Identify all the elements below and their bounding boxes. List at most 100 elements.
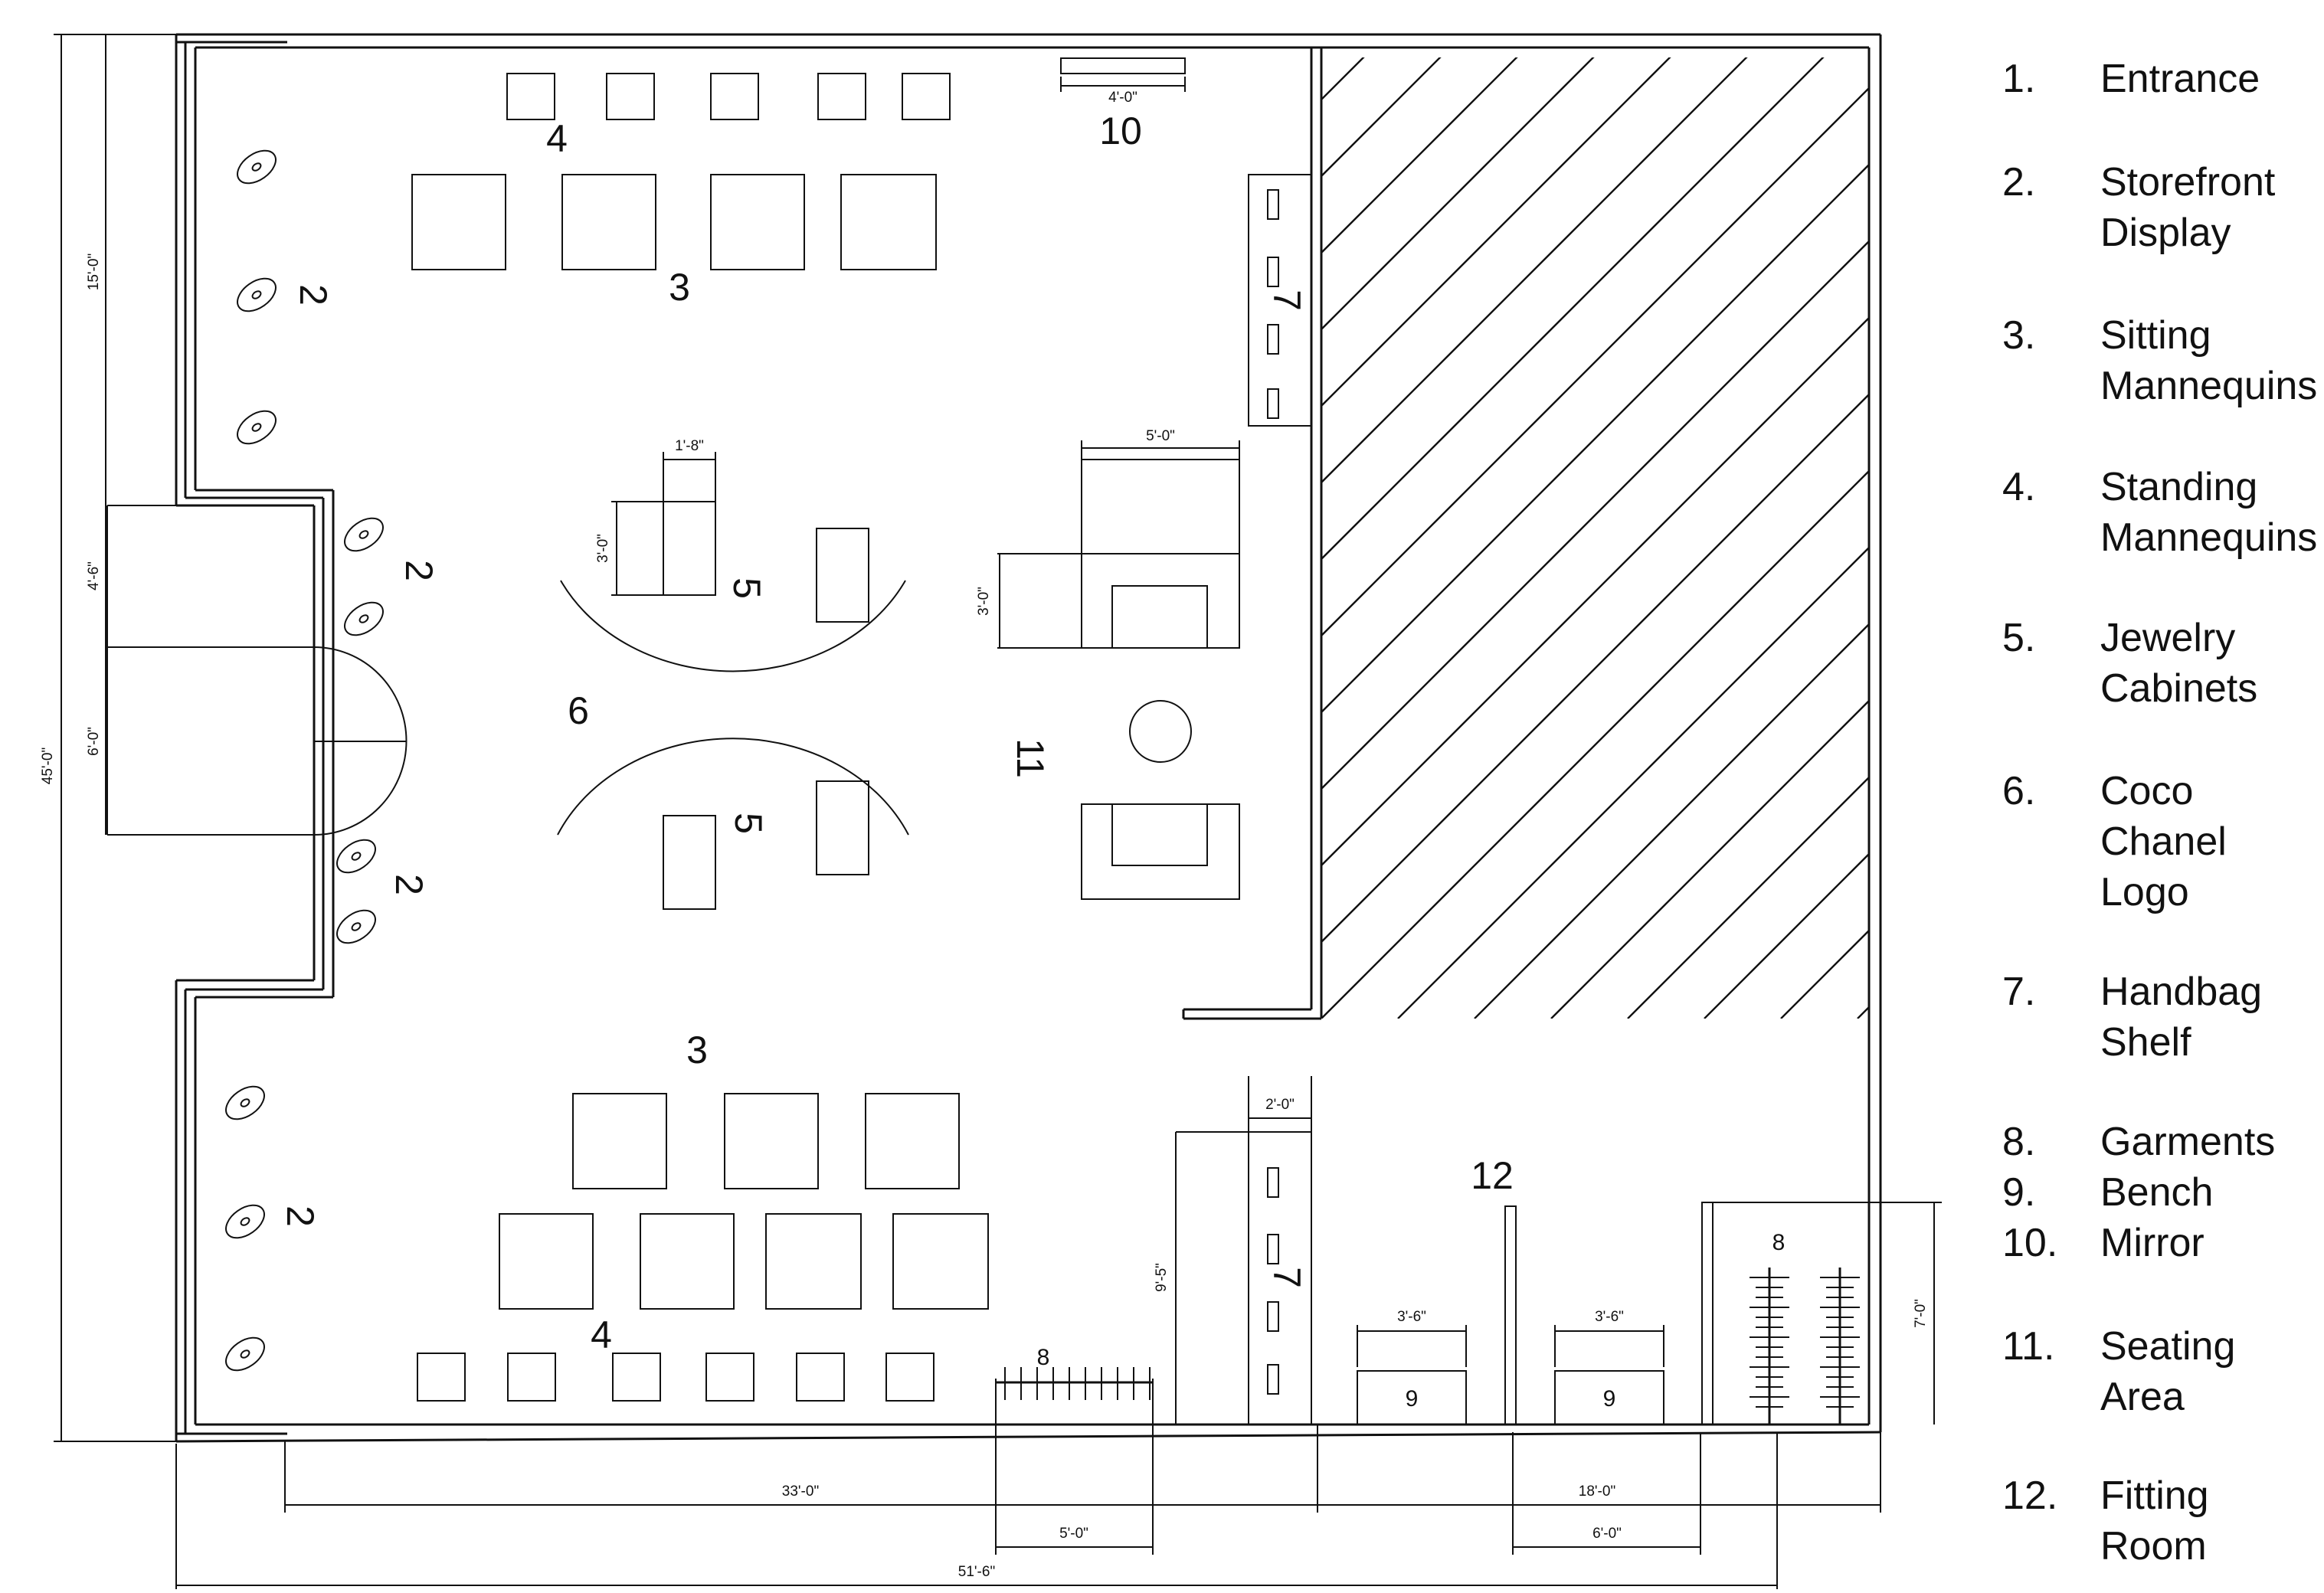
display-oval [225, 1336, 265, 1372]
legend-item-3: 3.Sitting Mannequins [2002, 313, 2318, 408]
storefront-display-ovals [225, 149, 384, 1372]
dim-bench-right: 3'-6" [1595, 1309, 1624, 1325]
hatch-line [1321, 57, 1552, 1019]
marker-5-b: 5 [727, 813, 770, 834]
fitting-rooms [1357, 1202, 1942, 1425]
dim-fitting-width: 6'-0" [1592, 1526, 1622, 1542]
dim-bottom-right: 18'-0" [1579, 1483, 1615, 1500]
hatch-line [1321, 57, 1869, 1019]
display-oval [237, 277, 277, 312]
handbag-shelf-top [1248, 174, 1312, 427]
dim-rack-width: 5'-0" [1059, 1526, 1088, 1542]
garment-rack-bottom [996, 1367, 1153, 1400]
marker-2-b: 2 [398, 560, 440, 581]
marker-4-bottom: 4 [591, 1313, 612, 1356]
hatch-line [1321, 57, 1782, 1019]
marker-12: 12 [1471, 1154, 1514, 1197]
stock-room-hatch [1321, 57, 1869, 1019]
hatch-line [1857, 57, 1869, 1019]
hatch-line [1321, 57, 1858, 1019]
legend-item-11: 11.Seating Area [2002, 1324, 2236, 1419]
stock-room-boundary [1182, 47, 1323, 1020]
dim-mirror-width: 4'-0" [1108, 90, 1137, 106]
hatch-line [1321, 57, 1322, 1019]
marker-7-top: 7 [1265, 289, 1308, 311]
floor-plan: 45'-0" 15'-0" 4'-6" 6'-0" 33'-0" 18'-0" … [40, 33, 1942, 1589]
dim-seating-depth: 3'-0" [976, 587, 992, 616]
hatch-line [1321, 57, 1628, 1019]
dim-bottom-left: 33'-0" [782, 1483, 819, 1500]
marker-2-a: 2 [292, 284, 335, 306]
hatch-line [1321, 57, 1869, 1019]
marker-9-right: 9 [1603, 1386, 1616, 1411]
hatch-line [1321, 57, 1399, 1019]
marker-3-bottom: 3 [686, 1029, 708, 1071]
legend-item-9: 9.Bench [2002, 1170, 2214, 1215]
coco-chanel-logo [557, 580, 909, 836]
hatch-line [1321, 57, 1869, 1019]
legend-item-10: 10.Mirror [2002, 1221, 2205, 1265]
hatch-line [1321, 57, 1869, 1019]
dim-total-height: 45'-0" [40, 747, 56, 784]
sitting-mannequins-bottom [499, 1093, 989, 1310]
dim-entrance-upper: 4'-6" [86, 561, 102, 590]
display-oval [237, 149, 277, 185]
legend-item-1: 1.Entrance [2002, 57, 2260, 101]
garment-racks-right [1750, 1268, 1860, 1425]
seating-area [997, 440, 1240, 900]
dim-entrance-lower: 6'-0" [86, 727, 102, 756]
hatch-line [1474, 57, 1869, 1019]
legend-item-4: 4.Standing Mannequins [2002, 465, 2318, 560]
hatch-line [1321, 57, 1869, 1019]
display-oval [344, 517, 384, 552]
legend-item-8: 8.Garments [2002, 1120, 2276, 1164]
dim-cabinet-width: 1'-8" [675, 438, 704, 454]
display-oval [344, 601, 384, 636]
outer-dimension-lines [54, 34, 1881, 1589]
hatch-line [1704, 57, 1869, 1019]
standing-mannequins-top [506, 73, 951, 120]
entrance-vestibule [106, 505, 408, 836]
display-oval [237, 410, 277, 445]
legend-item-5: 5.Jewelry Cabinets [2002, 616, 2258, 711]
marker-9-left: 9 [1406, 1386, 1419, 1411]
dim-cabinet-height: 3'-0" [595, 534, 611, 563]
hatch-line [1321, 57, 1705, 1019]
legend: 1.Entrance 2.Storefront Display 3.Sittin… [1992, 0, 2324, 1593]
marker-10: 10 [1099, 110, 1142, 152]
area-markers: 10 4 3 2 2 2 2 5 5 6 11 7 3 4 8 7 12 9 9… [279, 110, 1785, 1411]
hatch-line [1550, 57, 1869, 1019]
display-oval [336, 909, 376, 944]
legend-item-6: 6.Coco Chanel Logo [2002, 769, 2227, 914]
dim-bench-left: 3'-6" [1397, 1309, 1426, 1325]
handbag-shelf-bottom [1175, 1076, 1312, 1425]
marker-6: 6 [568, 689, 589, 732]
dim-fitting-height: 7'-0" [1913, 1299, 1929, 1328]
mirror [1060, 57, 1186, 92]
hatch-line [1780, 57, 1869, 1019]
marker-11: 11 [1009, 738, 1052, 778]
display-oval [225, 1204, 265, 1239]
marker-2-d: 2 [279, 1205, 322, 1227]
hatch-line [1321, 57, 1475, 1019]
dim-upper-height: 15'-0" [86, 254, 102, 290]
dim-shelf-width: 2'-0" [1265, 1097, 1295, 1113]
marker-7-bottom: 7 [1265, 1267, 1308, 1288]
marker-3-top: 3 [669, 266, 690, 309]
dim-seating-width: 5'-0" [1146, 428, 1175, 444]
dim-total-width: 51'-6" [958, 1564, 995, 1580]
hatch-line [1321, 57, 1869, 1019]
standing-mannequins-bottom [417, 1353, 935, 1402]
marker-5-a: 5 [725, 577, 768, 599]
display-oval [336, 839, 376, 874]
marker-8-bottom: 8 [1037, 1345, 1050, 1370]
legend-item-2: 2.Storefront Display [2002, 160, 2276, 255]
legend-item-7: 7.Handbag Shelf [2002, 970, 2263, 1065]
legend-item-12: 12.Fitting Room [2002, 1474, 2209, 1568]
hatch-line [1627, 57, 1869, 1019]
dim-shelf-height: 9'-5" [1154, 1263, 1170, 1292]
display-oval [225, 1085, 265, 1120]
marker-2-c: 2 [388, 874, 430, 895]
marker-8-right: 8 [1772, 1230, 1786, 1255]
jewelry-cabinets [611, 452, 869, 910]
